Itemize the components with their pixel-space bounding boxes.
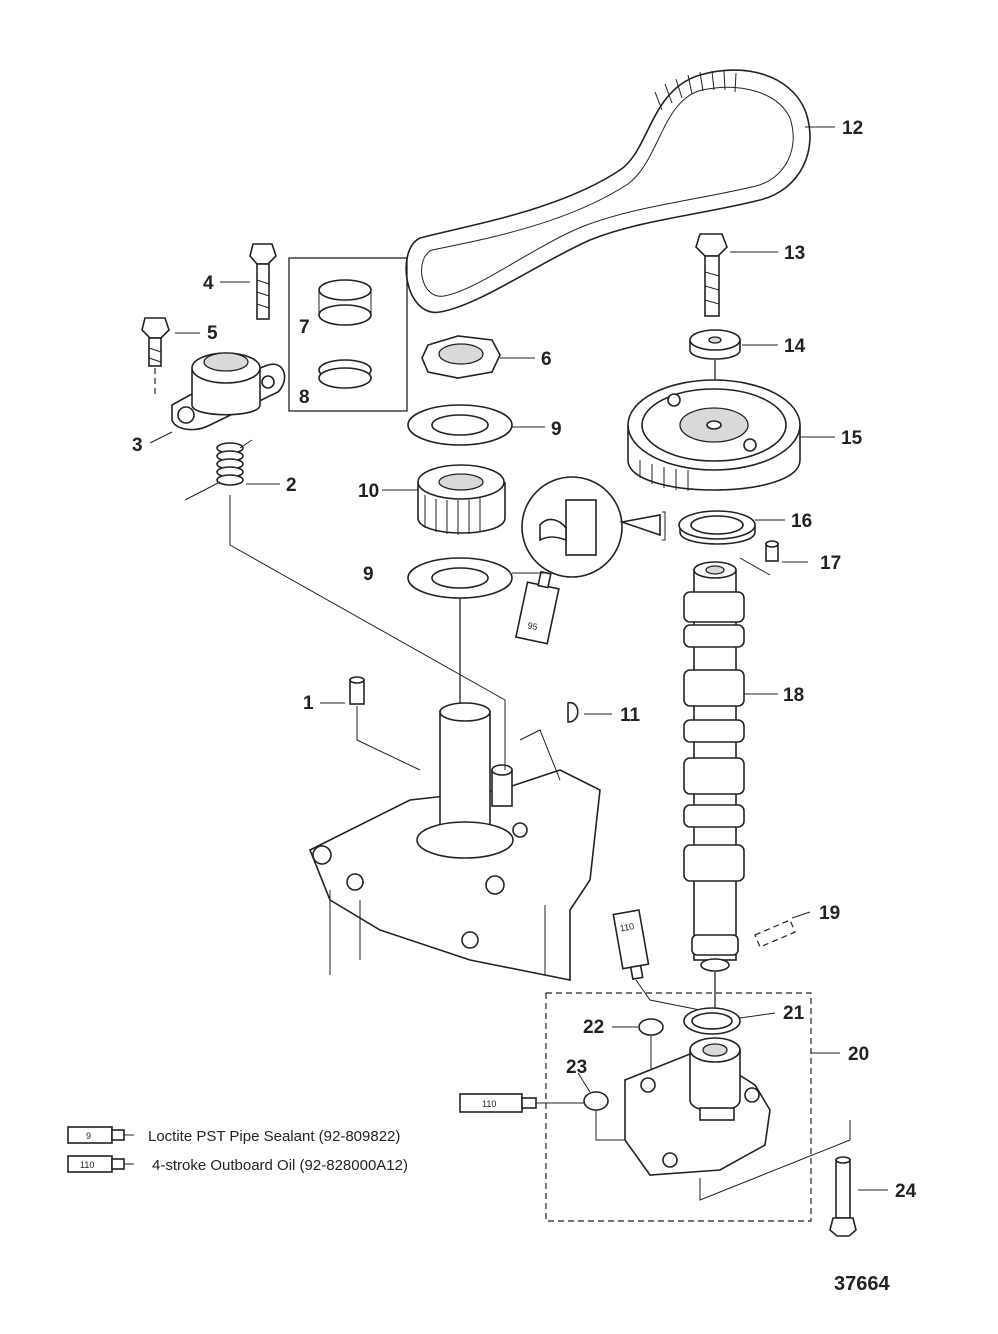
callout-20: 20 <box>848 1044 869 1065</box>
callout-9-lower: 9 <box>363 564 374 585</box>
legend: 9 Loctite PST Pipe Sealant (92-809822) 1… <box>67 1126 408 1174</box>
callout-9-upper: 9 <box>551 419 562 440</box>
callout-17: 17 <box>820 553 841 574</box>
camshaft-18 <box>683 561 745 1010</box>
svg-text:95: 95 <box>527 620 539 632</box>
callout-23: 23 <box>566 1057 587 1078</box>
pin-19 <box>754 919 796 948</box>
oil-pump-kit-box <box>545 992 812 1222</box>
washer-9-lower <box>407 557 513 712</box>
legend-code: 110 <box>80 1160 94 1170</box>
callout-12: 12 <box>842 118 863 139</box>
timing-belt <box>405 69 811 313</box>
callout-19: 19 <box>819 903 840 924</box>
dowel-pin-1 <box>349 676 421 771</box>
callout-14: 14 <box>784 336 806 357</box>
legend-row-sealant: 9 Loctite PST Pipe Sealant (92-809822) <box>67 1126 400 1145</box>
pin-17 <box>739 540 779 576</box>
o-ring-21 <box>683 1007 741 1035</box>
callout-5: 5 <box>207 323 218 344</box>
bolt-24 <box>829 1156 857 1237</box>
seal-16 <box>678 510 756 545</box>
callout-2: 2 <box>286 475 297 496</box>
legend-text: Loctite PST Pipe Sealant (92-809822) <box>148 1128 400 1145</box>
callout-13: 13 <box>784 243 805 264</box>
svg-text:110: 110 <box>482 1099 496 1109</box>
oil-tube-110-left: 110 <box>459 1093 584 1113</box>
callout-10: 10 <box>358 481 379 502</box>
bolt-4 <box>249 243 277 320</box>
callout-11: 11 <box>620 705 641 726</box>
callout-7: 7 <box>299 317 310 338</box>
washer-14 <box>689 329 741 395</box>
cam-pulley-15 <box>627 379 801 491</box>
bolt-5 <box>141 317 170 398</box>
legend-row-oil: 110 4-stroke Outboard Oil (92-828000A12) <box>67 1155 408 1174</box>
oil-pump-body <box>624 1037 851 1201</box>
power-head-block <box>308 702 601 981</box>
oil-tube-110-top: 110 <box>612 909 701 1011</box>
callout-leaders <box>149 126 888 1191</box>
callout-15: 15 <box>841 428 863 449</box>
callout-18: 18 <box>783 685 804 706</box>
callout-labels: 1 2 3 4 5 6 7 8 9 9 10 11 12 13 14 15 16… <box>132 118 917 1202</box>
callout-16: 16 <box>791 511 812 532</box>
bushing-kit-box <box>288 257 408 412</box>
callout-22: 22 <box>583 1017 604 1038</box>
svg-text:110: 110 <box>619 921 635 933</box>
callout-21: 21 <box>783 1003 805 1024</box>
drive-pulley-10 <box>417 464 506 535</box>
figure-number: 37664 <box>834 1273 890 1295</box>
bolt-13 <box>695 233 728 317</box>
callout-3: 3 <box>132 435 143 456</box>
callout-8: 8 <box>299 387 310 408</box>
sealant-tube-95: 95 <box>514 570 560 645</box>
tensioner-spring <box>184 439 253 501</box>
tensioner-housing <box>171 352 286 431</box>
woodruff-key-11 <box>567 702 579 723</box>
callout-4: 4 <box>203 273 214 294</box>
legend-code: 9 <box>86 1131 91 1141</box>
seal-detail-circle <box>521 476 666 578</box>
callout-24: 24 <box>895 1181 917 1202</box>
o-ring-22 <box>638 1018 664 1080</box>
washer-9-upper <box>407 404 513 446</box>
legend-text: 4-stroke Outboard Oil (92-828000A12) <box>152 1157 408 1174</box>
callout-6: 6 <box>541 349 552 370</box>
nut-6 <box>421 335 501 379</box>
callout-1: 1 <box>303 693 314 714</box>
